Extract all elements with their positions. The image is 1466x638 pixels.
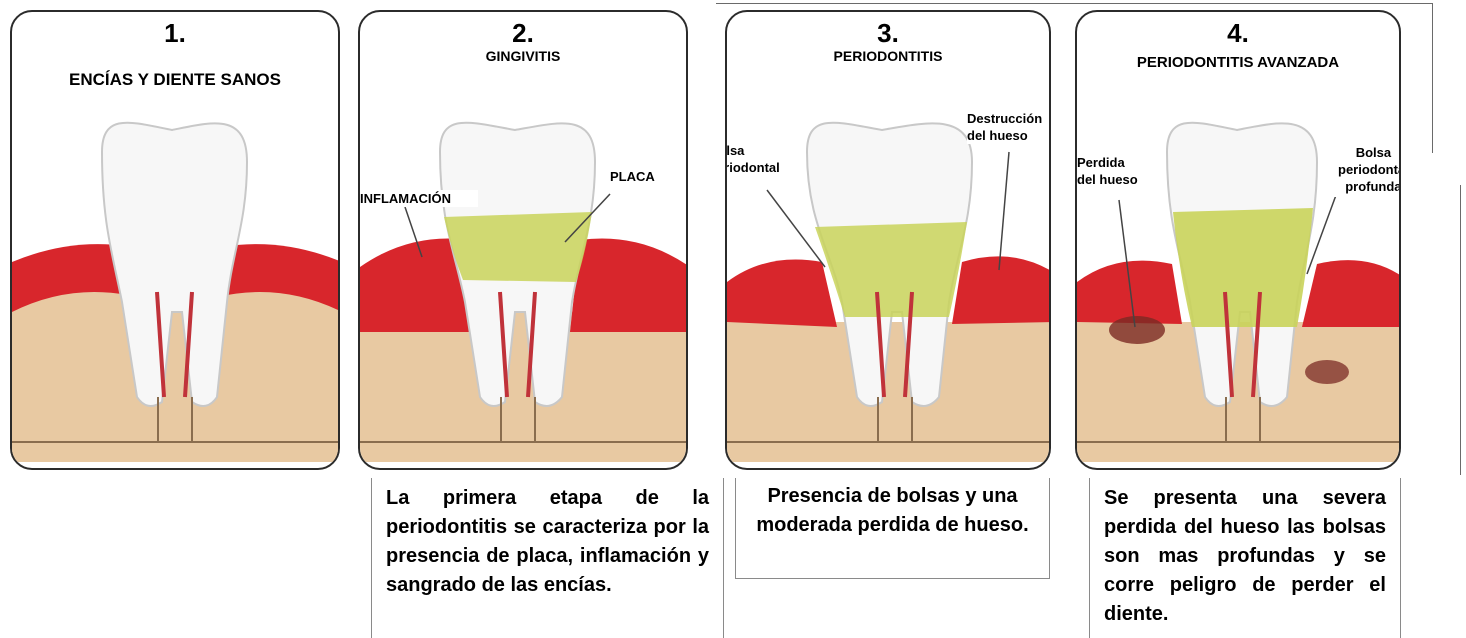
stage-panel-3: 3. PERIODONTITIS Bolsa periodontal Destr… [725,10,1051,470]
label-placa: PLACA [610,168,655,185]
bone-base [12,312,340,462]
bone-loss-left [1109,316,1165,344]
bone-loss-right [1305,360,1349,384]
periodontitis-illustration [727,12,1051,470]
gum-right [952,256,1051,324]
frame-line-right-lower [1460,185,1461,475]
gum-left [1077,261,1182,324]
stage-title: GINGIVITIS [360,48,686,64]
description-gingivitis: La primera etapa de la periodontitis se … [371,478,724,638]
frame-line-top [716,3,1432,4]
label-bolsa-periodontal: Bolsa periodontal [725,142,780,176]
label-bolsa-profunda: Bolsa periodontal profunda [1332,142,1401,197]
label-destruccion-hueso: Destrucción del hueso [967,110,1042,144]
label-perdida-hueso: Perdida del hueso [1077,154,1138,188]
leader-destruccion [999,152,1009,270]
stage-number: 2. [360,18,686,49]
gingivitis-illustration [360,12,688,470]
stage-panel-4: 4. PERIODONTITIS AVANZADA Perdida del hu… [1075,10,1401,470]
plaque [444,212,592,282]
plaque [815,222,967,317]
stage-title: ENCÍAS Y DIENTE SANOS [12,70,338,90]
stage-number: 4. [1077,18,1399,49]
plaque [1173,208,1313,327]
stage-title: PERIODONTITIS [727,48,1049,64]
inflamed-gum-right [570,239,688,332]
stage-title: PERIODONTITIS AVANZADA [1077,54,1399,71]
stage-number: 1. [12,18,338,49]
label-inflamacion: INFLAMACIÓN [358,190,478,207]
advanced-periodontitis-illustration [1077,12,1401,470]
stage-panel-1: 1. ENCÍAS Y DIENTE SANOS [10,10,340,470]
description-periodontitis: Presencia de bolsas y una moderada perdi… [735,478,1050,579]
stage-panel-2: 2. GINGIVITIS INFLAMACIÓN PLACA [358,10,688,470]
bone [360,312,688,462]
description-advanced: Se presenta una severa perdida del hueso… [1089,478,1401,638]
gum-left [727,260,837,328]
gum-right [1302,260,1401,327]
frame-line-right [1432,3,1433,153]
stage-number: 3. [727,18,1049,49]
